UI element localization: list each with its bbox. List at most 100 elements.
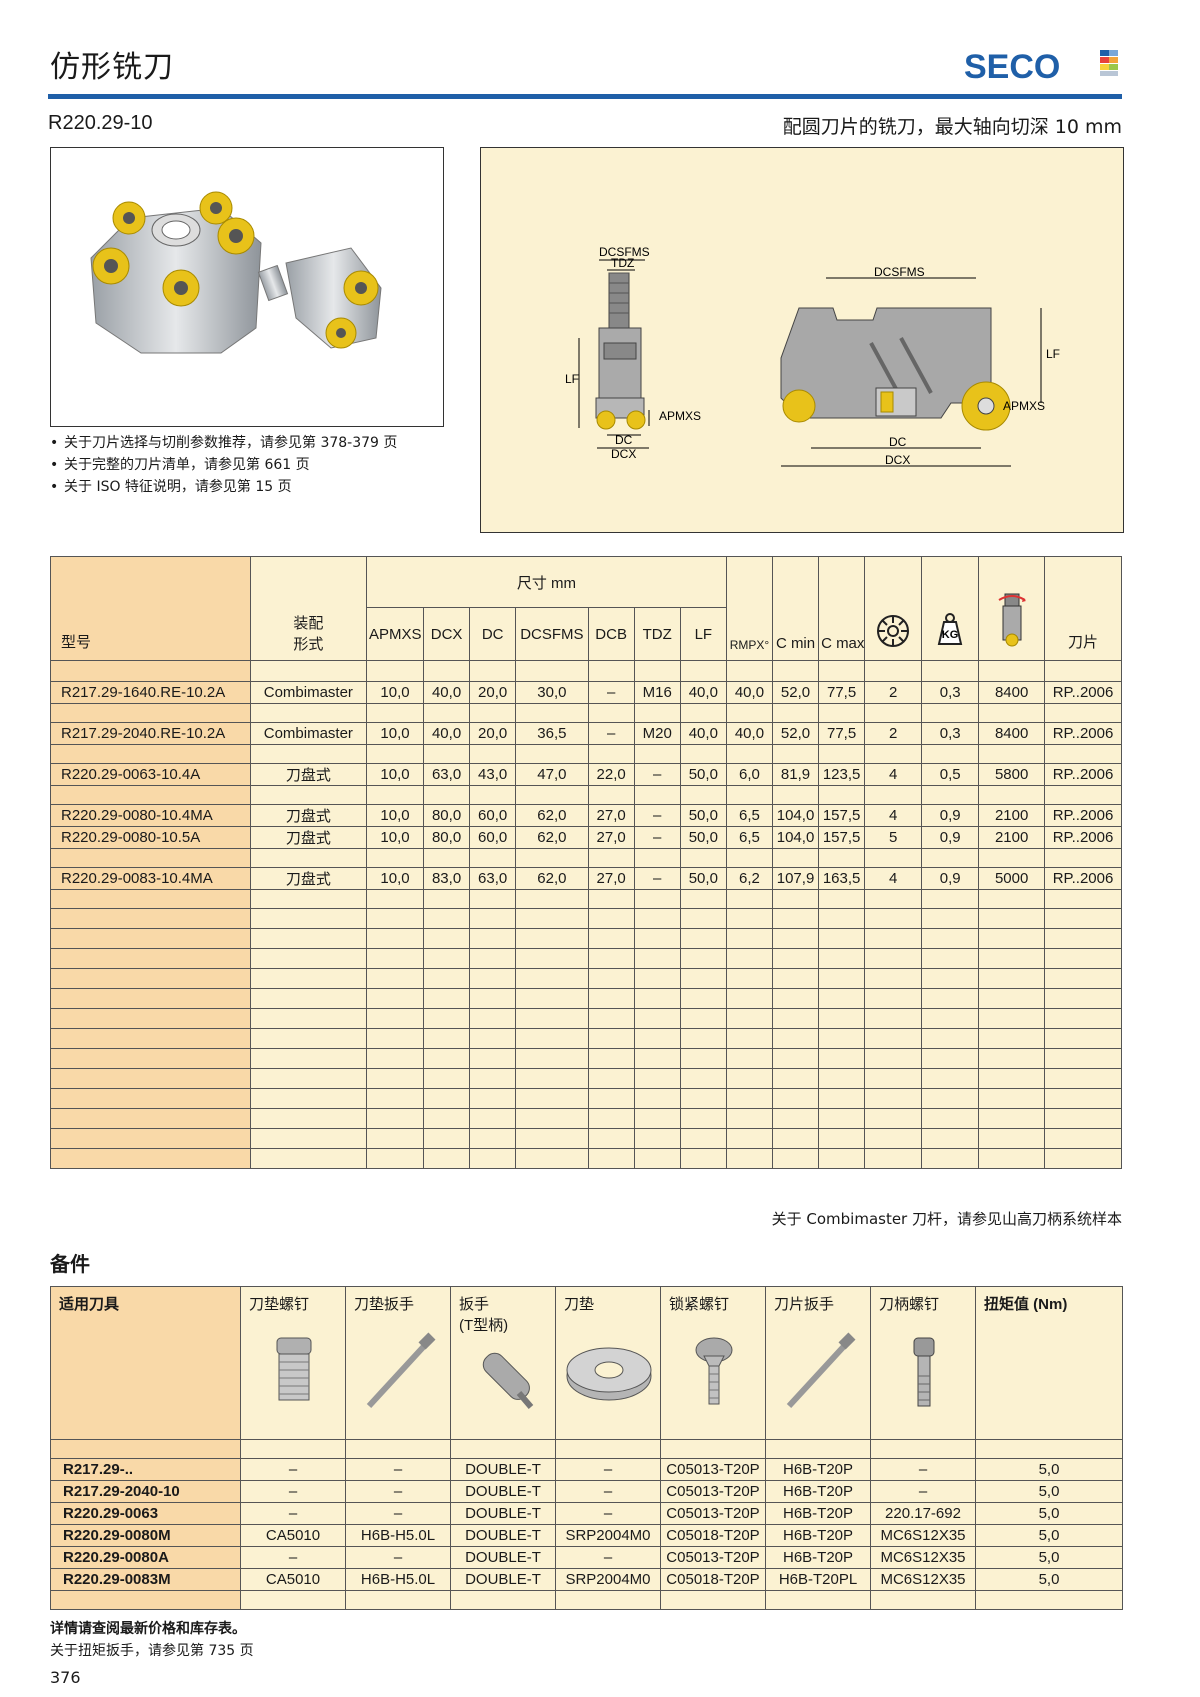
acc-cell: CA5010 <box>240 1524 346 1547</box>
cell-model: R217.29-1640.RE-10.2A <box>50 681 251 704</box>
spacer-row <box>50 1088 1122 1109</box>
acc-cell: – <box>240 1480 346 1503</box>
cell-insert: RP..2006 <box>1044 826 1122 849</box>
cell-rpm: 5800 <box>978 763 1046 786</box>
acc-cell: 5,0 <box>975 1480 1123 1503</box>
cell-tdz: M20 <box>633 722 681 745</box>
dim-label-dcsfms: DCSFMS <box>599 245 650 259</box>
cell-rpm: 8400 <box>978 681 1046 704</box>
dim-label-dc: DC <box>889 435 907 449</box>
cell-dcb: – <box>587 681 635 704</box>
notes-list: 关于刀片选择与切削参数推荐，请参见第 378-379 页 关于完整的刀片清单，请… <box>50 432 397 498</box>
cell-dcsfms: 47,0 <box>515 763 589 786</box>
cell-tdz: – <box>633 867 681 890</box>
acc-cell: DOUBLE-T <box>450 1568 556 1591</box>
cell-model: R220.29-0063-10.4A <box>50 763 251 786</box>
cell-tdz: M16 <box>633 681 681 704</box>
acc-header-label: 刀柄螺钉 <box>879 1296 940 1313</box>
cell-z: 5 <box>864 826 923 849</box>
note-item: 关于 ISO 特征说明，请参见第 15 页 <box>50 476 397 498</box>
cell-rpm: 5000 <box>978 867 1046 890</box>
acc-cell: H6B-H5.0L <box>345 1524 451 1547</box>
acc-header-label: 刀垫 <box>564 1296 595 1313</box>
cell-asm: 刀盘式 <box>249 867 367 890</box>
specification-table: 型号 装配 形式 尺寸 mm RMPX° C min C max KG 刀片 A… <box>50 556 1122 1169</box>
cell-cmax: 77,5 <box>818 681 866 704</box>
cell-insert: RP..2006 <box>1044 681 1122 704</box>
cell-lf: 50,0 <box>679 867 727 890</box>
acc-cell: 5,0 <box>975 1568 1123 1591</box>
cell-dcb: – <box>587 722 635 745</box>
acc-cell: 220.17-692 <box>870 1502 976 1525</box>
acc-cell: C05013-T20P <box>660 1546 766 1569</box>
col-header-insert: 刀片 <box>1044 556 1122 661</box>
acc-header-holder-screw: 刀柄螺钉 <box>870 1286 976 1440</box>
spacer-row <box>50 1128 1122 1149</box>
cell-dcsfms: 62,0 <box>515 804 589 827</box>
cell-z: 2 <box>864 722 923 745</box>
acc-cell: – <box>870 1458 976 1481</box>
accessories-table: 适用刀具 刀垫螺钉 刀垫扳手 扳手 (T型柄) 刀垫 锁紧螺钉 刀片扳手 刀柄螺… <box>50 1286 1123 1610</box>
acc-header-insert-key: 刀片扳手 <box>765 1286 871 1440</box>
spacer-row <box>50 988 1122 1009</box>
table-caption: 关于 Combimaster 刀杆，请参见山高刀柄系统样本 <box>771 1210 1122 1228</box>
col-header-tdz: TDZ <box>633 607 681 661</box>
acc-cell: DOUBLE-T <box>450 1546 556 1569</box>
holder-screw-icon <box>913 1337 935 1407</box>
spacer-row <box>50 848 1122 868</box>
acc-cell: – <box>345 1546 451 1569</box>
shim-key-icon <box>366 1332 436 1409</box>
dim-label-tdz: TDZ <box>611 256 634 270</box>
cell-dcsfms: 30,0 <box>515 681 589 704</box>
cell-insert: RP..2006 <box>1044 722 1122 745</box>
acc-cell: 5,0 <box>975 1458 1123 1481</box>
cell-dcx: 40,0 <box>423 722 471 745</box>
cell-dcsfms: 62,0 <box>515 867 589 890</box>
cell-rmpx: 6,0 <box>725 763 773 786</box>
dimension-diagram: DCSFMS TDZ LF APMXS DC DCX DCSFMS LF APM… <box>480 147 1124 533</box>
cell-dc: 63,0 <box>469 867 517 890</box>
acc-header-label: 扳手 (T型柄) <box>459 1296 509 1334</box>
col-header-dcsfms: DCSFMS <box>515 607 589 661</box>
cell-kg: 0,9 <box>921 804 980 827</box>
acc-header-label: 锁紧螺钉 <box>669 1296 730 1313</box>
cell-apmxs: 10,0 <box>365 804 425 827</box>
acc-cell: 5,0 <box>975 1546 1123 1569</box>
svg-text:KG: KG <box>942 629 959 641</box>
cell-model: R220.29-0080-10.4MA <box>50 804 251 827</box>
cell-z: 2 <box>864 681 923 704</box>
acc-cell: CA5010 <box>240 1568 346 1591</box>
spacer-row <box>50 744 1122 764</box>
cell-lf: 40,0 <box>679 722 727 745</box>
acc-cell: DOUBLE-T <box>450 1480 556 1503</box>
spacer-row <box>50 703 1122 723</box>
acc-cell: SRP2004M0 <box>555 1524 661 1547</box>
spacer-row <box>50 1008 1122 1029</box>
cell-asm: 刀盘式 <box>249 826 367 849</box>
acc-cell: – <box>240 1458 346 1481</box>
cell-dcb: 22,0 <box>587 763 635 786</box>
cell-kg: 0,3 <box>921 681 980 704</box>
cell-asm: Combimaster <box>249 681 367 704</box>
weight-icon: KG <box>921 556 980 661</box>
dim-label-lf: LF <box>565 372 579 386</box>
cell-cmin: 52,0 <box>771 722 820 745</box>
acc-cell: DOUBLE-T <box>450 1458 556 1481</box>
note-item: 关于刀片选择与切削参数推荐，请参见第 378-379 页 <box>50 432 397 454</box>
acc-header-label: 刀垫螺钉 <box>249 1296 310 1313</box>
col-header-dcx: DCX <box>423 607 471 661</box>
cell-rpm: 2100 <box>978 826 1046 849</box>
acc-cell: R220.29-0063 <box>50 1502 241 1525</box>
acc-cell: R217.29-.. <box>50 1458 241 1481</box>
cell-asm: 刀盘式 <box>249 763 367 786</box>
cell-tdz: – <box>633 826 681 849</box>
spacer-row <box>50 1028 1122 1049</box>
col-header-cmax: C max <box>818 556 866 661</box>
t-wrench-icon <box>482 1352 534 1409</box>
col-header-assembly: 装配 形式 <box>249 556 367 661</box>
cell-dcsfms: 62,0 <box>515 826 589 849</box>
acc-cell: – <box>240 1502 346 1525</box>
